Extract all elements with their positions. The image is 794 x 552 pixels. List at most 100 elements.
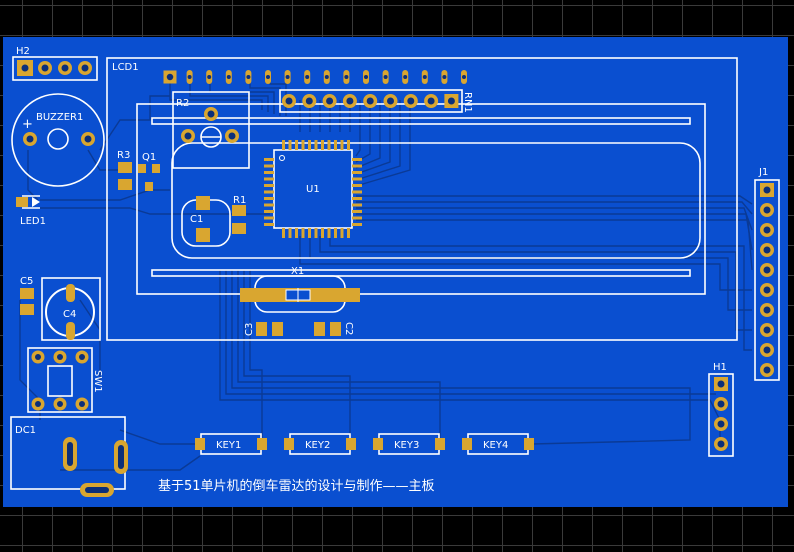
key-pad: [462, 438, 472, 450]
label-buzzer-plus: +: [22, 117, 33, 132]
lcd-pin-hole: [462, 75, 466, 79]
u1-pin: [352, 197, 362, 200]
u1-pin: [327, 140, 331, 150]
u1-pin: [264, 203, 274, 207]
u1-pin: [321, 140, 324, 150]
lcd-pin-hole: [344, 75, 349, 79]
key-pad: [257, 438, 267, 450]
rn1-pin-hole: [447, 97, 455, 105]
key-pad: [435, 438, 445, 450]
u1-pin: [288, 140, 292, 150]
u1-pin: [352, 210, 362, 213]
label-lcd1: LCD1: [112, 62, 139, 73]
label-x1: X1: [291, 266, 304, 277]
lcd-pin-hole: [187, 75, 192, 79]
lcd-pin-hole: [207, 75, 212, 79]
u1-pin: [308, 228, 311, 238]
j1-pin-hole: [763, 226, 771, 234]
key-pad: [284, 438, 294, 450]
j1-pin-hole: [763, 246, 771, 254]
u1-pin: [340, 140, 344, 150]
u1-pin: [295, 140, 298, 150]
rn1-pin-hole: [387, 97, 394, 105]
u1-pin: [352, 203, 362, 207]
u1-pin: [264, 197, 274, 200]
lcd-pin-hole: [266, 75, 270, 79]
pad-layer: [16, 60, 774, 497]
u1-pin: [347, 140, 350, 150]
key-pad: [195, 438, 205, 450]
rn1-pin-hole: [427, 97, 435, 105]
u1-pin: [264, 190, 274, 194]
h1-pin-hole: [717, 420, 725, 428]
h1-pin-hole: [717, 380, 725, 388]
label-j1: J1: [758, 167, 768, 178]
lcd-pin-hole: [383, 75, 388, 79]
u1-pin: [301, 228, 305, 238]
label-key4: KEY4: [483, 440, 508, 451]
label-c5: C5: [20, 276, 33, 287]
label-q1: Q1: [142, 152, 156, 163]
u1-pin: [327, 228, 331, 238]
u1-pin: [288, 228, 292, 238]
label-c2: C2: [343, 322, 354, 335]
u1-pin: [264, 177, 274, 181]
lcd-pin-hole: [324, 75, 329, 79]
lcd-pin-hole: [442, 75, 447, 79]
j1-pin-hole: [763, 286, 771, 294]
lcd-pin-hole: [403, 75, 408, 79]
h1-pin-hole: [717, 400, 725, 408]
rn1-pin-hole: [366, 97, 374, 105]
label-r2: R2: [176, 98, 189, 109]
rn1-pin-hole: [407, 97, 415, 105]
j1-pin-hole: [763, 206, 771, 214]
lcd-pin-hole: [246, 75, 251, 79]
j1-pin-hole: [763, 306, 771, 314]
label-u1: U1: [306, 184, 320, 195]
lcd-pin-hole: [305, 75, 310, 79]
u1-pin: [264, 171, 274, 174]
designator-labels: H2 LCD1 R2 RN1 BUZZER1 + R3 Q1 C1 R1 U1 …: [15, 46, 768, 494]
u1-pin: [301, 140, 305, 150]
rn1-pin-hole: [305, 97, 313, 105]
label-r1: R1: [233, 195, 246, 206]
rn1-pin-hole: [346, 97, 354, 105]
u1-pin: [352, 171, 362, 174]
label-h1: H1: [713, 362, 727, 373]
u1-pin: [264, 158, 274, 161]
u1-pin: [347, 228, 350, 238]
u1-pin: [282, 228, 285, 238]
j1-pin-hole: [763, 366, 771, 374]
j1-pin-hole: [763, 266, 771, 274]
u1-pin: [321, 228, 324, 238]
label-rn1: RN1: [462, 92, 473, 113]
u1-pin: [264, 164, 274, 168]
label-c1: C1: [190, 214, 203, 225]
u1-pin: [352, 158, 362, 161]
u1-pin: [340, 228, 344, 238]
u1-pin: [352, 190, 362, 194]
label-key1: KEY1: [216, 440, 241, 451]
lcd-pin-hole: [285, 75, 290, 79]
label-h2: H2: [16, 46, 30, 57]
lcd-pin-hole: [226, 75, 231, 79]
j1-pin-hole: [763, 186, 771, 194]
rn1-pin-hole: [285, 97, 293, 105]
board-substrate: [3, 37, 788, 507]
key-pad: [346, 438, 356, 450]
u1-pin: [352, 216, 362, 220]
label-buzzer1: BUZZER1: [36, 112, 83, 123]
trace-layer: [19, 78, 753, 471]
u1-pin: [264, 210, 274, 213]
label-sw1: SW1: [92, 370, 103, 393]
u1-pin: [334, 140, 337, 150]
lcd-pin-hole: [364, 75, 368, 79]
label-dc1: DC1: [15, 425, 36, 436]
u1-pin: [264, 184, 274, 187]
rn1-pin-hole: [326, 97, 334, 105]
lcd-pin-hole: [422, 75, 427, 79]
j1-pin-hole: [763, 326, 771, 334]
board-caption: 基于51单片机的倒车雷达的设计与制作——主板: [158, 478, 435, 494]
u1-pin: [295, 228, 298, 238]
h1-pin-hole: [717, 440, 725, 448]
